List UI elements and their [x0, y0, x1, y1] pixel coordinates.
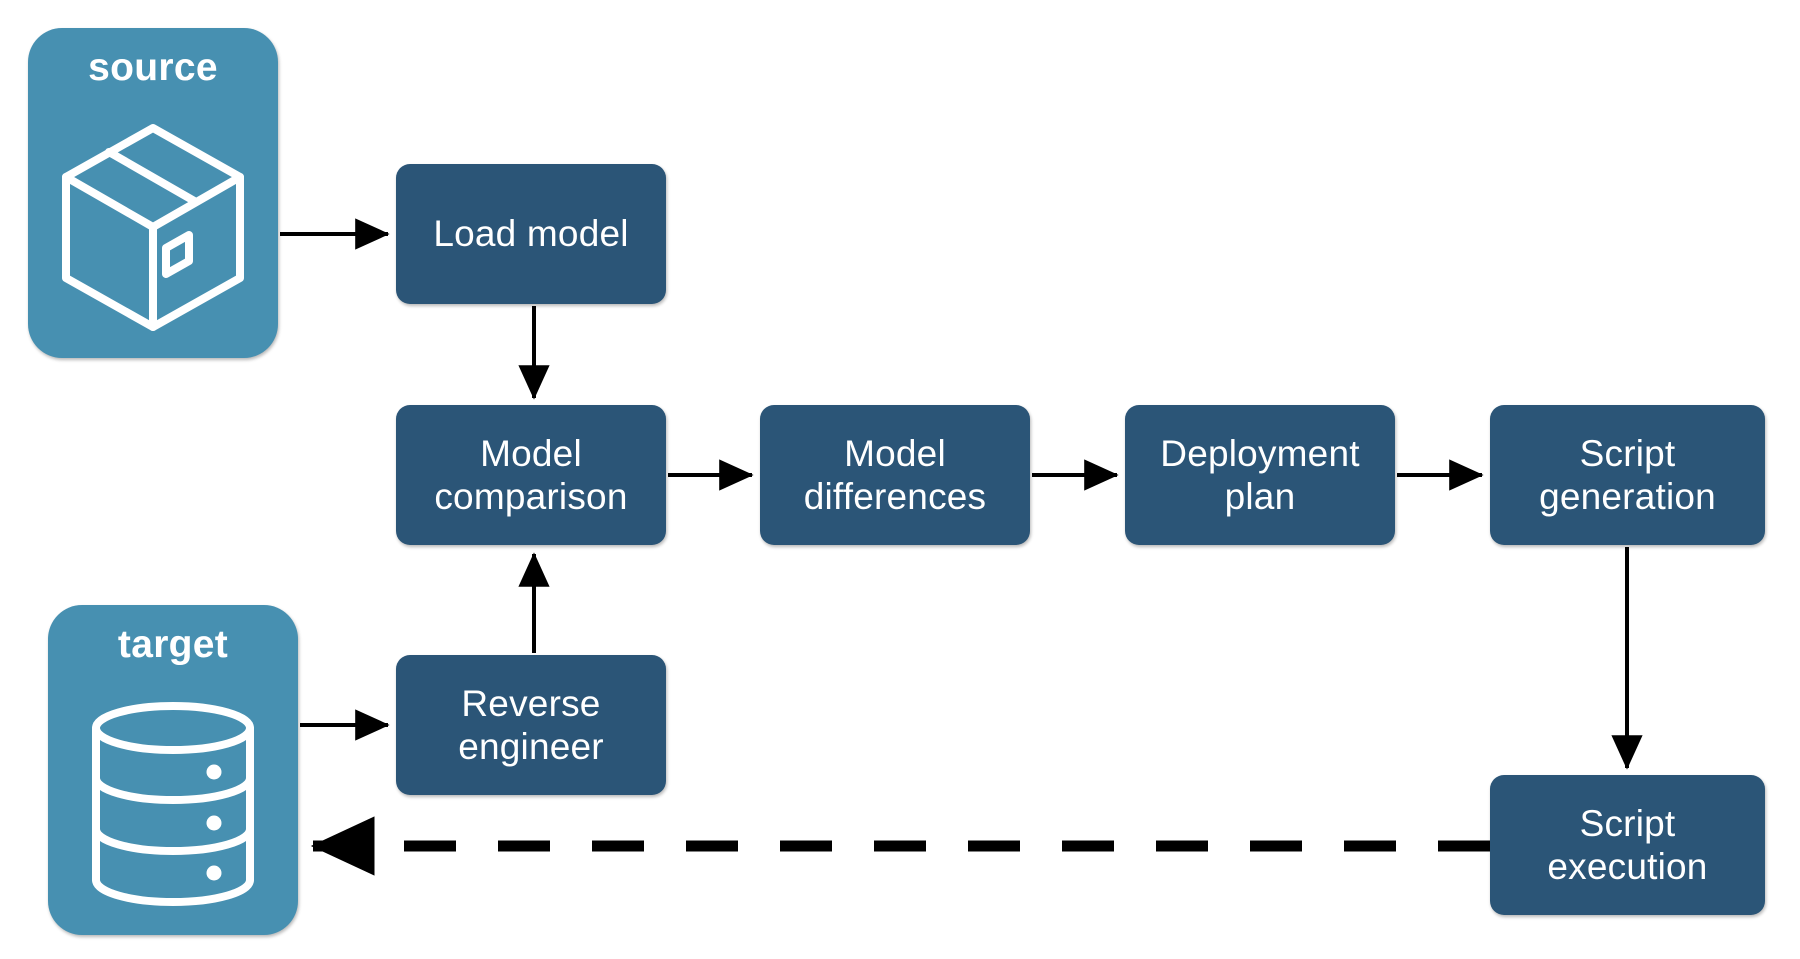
endpoint-target[interactable]: target — [48, 605, 298, 935]
node-script-generation-label: Script generation — [1539, 432, 1716, 517]
endpoint-target-label: target — [117, 623, 229, 666]
endpoint-source[interactable]: source — [28, 28, 278, 358]
node-model-differences-label: Model differences — [803, 432, 987, 517]
node-script-generation[interactable]: Script generation — [1490, 405, 1765, 545]
node-load-model[interactable]: Load model — [396, 164, 666, 304]
node-script-execution-label: Script execution — [1547, 802, 1708, 887]
node-reverse-engineer-label: Reverse engineer — [458, 682, 604, 767]
node-load-model-label: Load model — [433, 213, 629, 255]
node-model-comparison[interactable]: Model comparison — [396, 405, 666, 545]
database-cylinder-icon — [48, 673, 298, 935]
node-deployment-plan-label: Deployment plan — [1160, 432, 1360, 517]
node-reverse-engineer[interactable]: Reverse engineer — [396, 655, 666, 795]
node-script-execution[interactable]: Script execution — [1490, 775, 1765, 915]
node-deployment-plan[interactable]: Deployment plan — [1125, 405, 1395, 545]
endpoint-source-label: source — [88, 46, 218, 89]
package-box-icon — [28, 96, 278, 358]
node-model-comparison-label: Model comparison — [434, 432, 628, 517]
node-model-differences[interactable]: Model differences — [760, 405, 1030, 545]
